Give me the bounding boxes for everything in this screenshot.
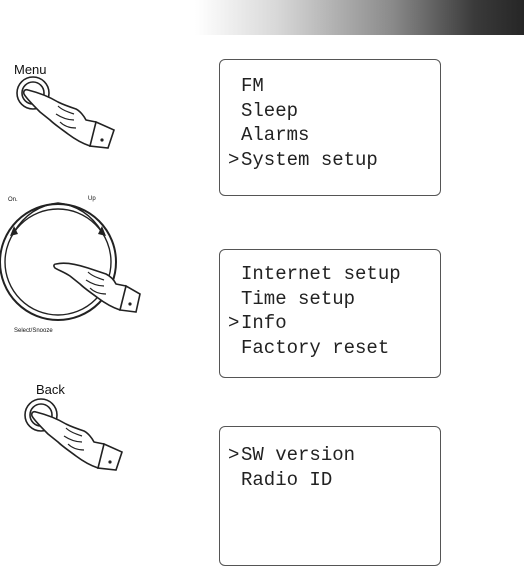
selection-cursor: > xyxy=(228,443,241,468)
knob-left-label: On. xyxy=(8,197,18,203)
lcd-screen-system-setup: Internet setup Time setup >Info Factory … xyxy=(219,249,441,378)
back-button-icon[interactable] xyxy=(14,396,144,476)
menu-line[interactable]: FM xyxy=(228,74,440,99)
rotary-knob-icon[interactable] xyxy=(0,196,140,326)
knob-right-label: Up xyxy=(88,196,96,202)
menu-line[interactable]: >System setup xyxy=(228,148,440,173)
back-button-label: Back xyxy=(36,382,65,397)
menu-line[interactable]: >Info xyxy=(228,311,440,336)
menu-button-label: Menu xyxy=(14,62,47,77)
lcd-screen-main-menu: FM Sleep Alarms >System setup xyxy=(219,59,441,196)
knob-bottom-label: Select/Snooze xyxy=(14,328,53,334)
menu-line[interactable]: Internet setup xyxy=(228,262,440,287)
menu-line[interactable]: Sleep xyxy=(228,99,440,124)
menu-line[interactable]: >SW version xyxy=(228,443,440,468)
menu-line[interactable]: Factory reset xyxy=(228,336,440,361)
menu-line[interactable]: Alarms xyxy=(228,123,440,148)
menu-line[interactable]: Radio ID xyxy=(228,468,440,493)
selection-cursor: > xyxy=(228,148,241,173)
header-gradient-bar xyxy=(195,0,524,35)
lcd-screen-info: >SW version Radio ID xyxy=(219,426,441,566)
menu-line[interactable]: Time setup xyxy=(228,287,440,312)
selection-cursor: > xyxy=(228,311,241,336)
menu-button-icon[interactable] xyxy=(0,76,130,156)
